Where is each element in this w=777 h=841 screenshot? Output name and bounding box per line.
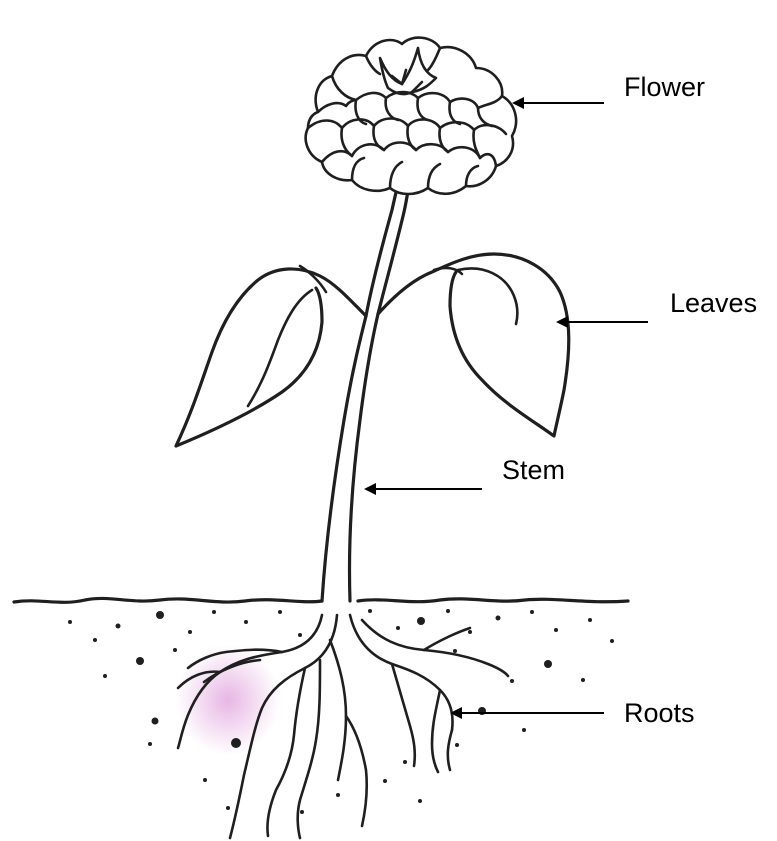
roots-arrow <box>450 707 604 719</box>
pink-stain <box>176 645 280 755</box>
leaves-arrow <box>556 316 648 328</box>
soil-dots <box>68 609 614 814</box>
flower-label: Flower <box>624 74 705 101</box>
stem-label: Stem <box>502 457 565 484</box>
leaves-label: Leaves <box>670 290 757 317</box>
roots-label: Roots <box>624 700 695 727</box>
stem-drawing <box>322 162 412 601</box>
right-leaf-drawing <box>378 254 569 436</box>
left-leaf-drawing <box>176 266 366 446</box>
flower-drawing <box>306 38 516 194</box>
flower-arrow <box>512 97 604 109</box>
stem-arrow <box>364 483 482 495</box>
